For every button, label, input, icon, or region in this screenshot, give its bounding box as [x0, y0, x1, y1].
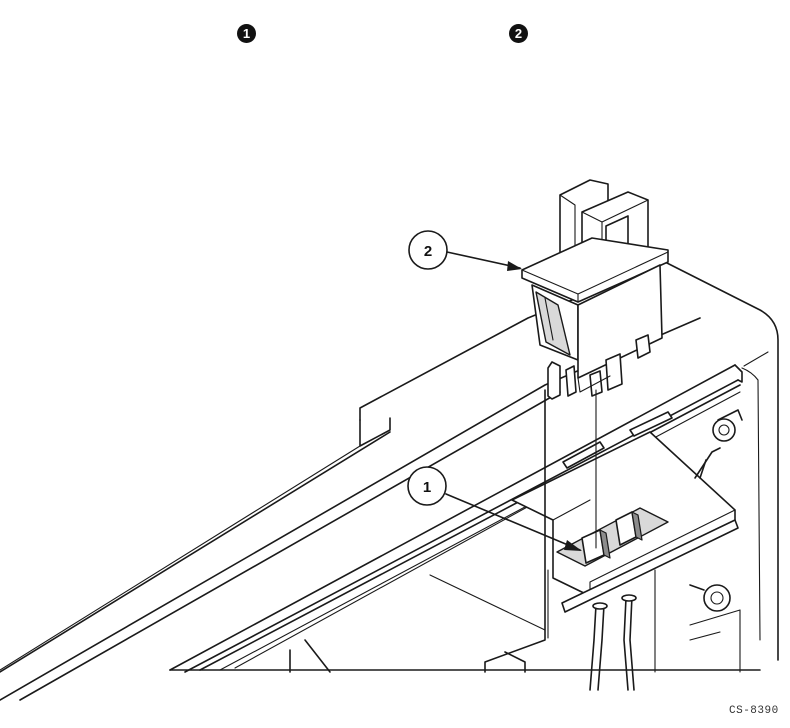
callout-1-label: 1: [423, 479, 431, 496]
callout-2: 2: [409, 231, 522, 271]
rocker-switch: [522, 180, 668, 399]
callout-2-label: 2: [424, 243, 432, 260]
figure-id: CS-8390: [729, 705, 779, 717]
